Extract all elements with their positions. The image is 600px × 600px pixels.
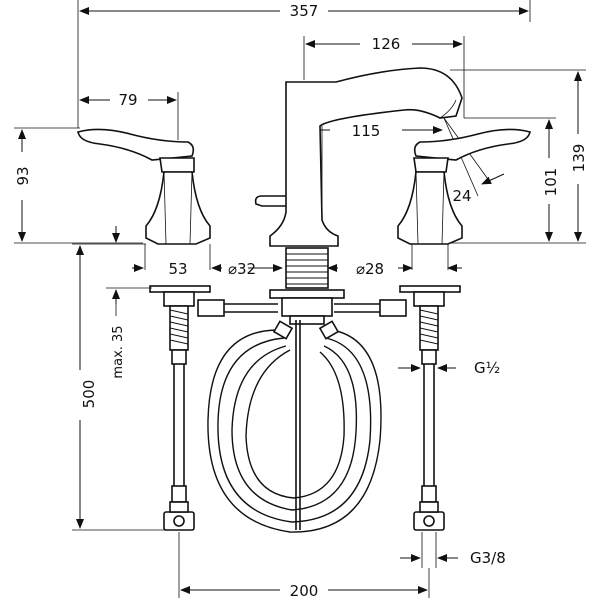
label-101: 101 (542, 168, 560, 197)
dim-handle-height: 93 (14, 127, 143, 244)
dim-thread-outlet: G3/8 (400, 532, 506, 568)
dim-hose-length: 500 (72, 243, 166, 531)
label-79: 79 (118, 91, 137, 109)
coiled-hoses (207, 320, 382, 533)
label-max35: max. 35 (111, 325, 126, 378)
label-53: 53 (168, 260, 187, 278)
dim-spout-heights: 101 139 (440, 69, 588, 244)
spout-shank (269, 247, 345, 325)
left-supply-hose (163, 349, 195, 531)
right-valve (334, 285, 461, 351)
label-d32: ⌀32 (228, 260, 256, 278)
label-g38: G3/8 (470, 549, 506, 567)
right-handle (397, 128, 531, 245)
label-357: 357 (290, 2, 319, 20)
label-500: 500 (80, 380, 98, 409)
dim-spread: 200 (178, 532, 430, 600)
dim-base-row: 53 ⌀32 ⌀28 (132, 244, 462, 278)
left-handle (77, 128, 211, 245)
label-126: 126 (372, 35, 401, 53)
label-24: 24 (452, 187, 471, 205)
dim-deck-max: max. 35 (106, 226, 152, 379)
spout (254, 67, 463, 247)
dim-handle-reach: 79 (79, 91, 179, 140)
dim-overall-width: 357 (77, 0, 531, 128)
dim-spout-reach: 126 (303, 35, 465, 118)
right-supply-hose (413, 349, 445, 531)
label-d28: ⌀28 (356, 260, 384, 278)
dim-thread-inlet: G½ (398, 359, 500, 377)
label-93: 93 (14, 166, 32, 185)
label-200: 200 (290, 582, 319, 600)
label-115: 115 (352, 122, 381, 140)
left-valve (149, 285, 278, 351)
label-g12: G½ (474, 359, 500, 377)
label-139: 139 (570, 144, 588, 173)
